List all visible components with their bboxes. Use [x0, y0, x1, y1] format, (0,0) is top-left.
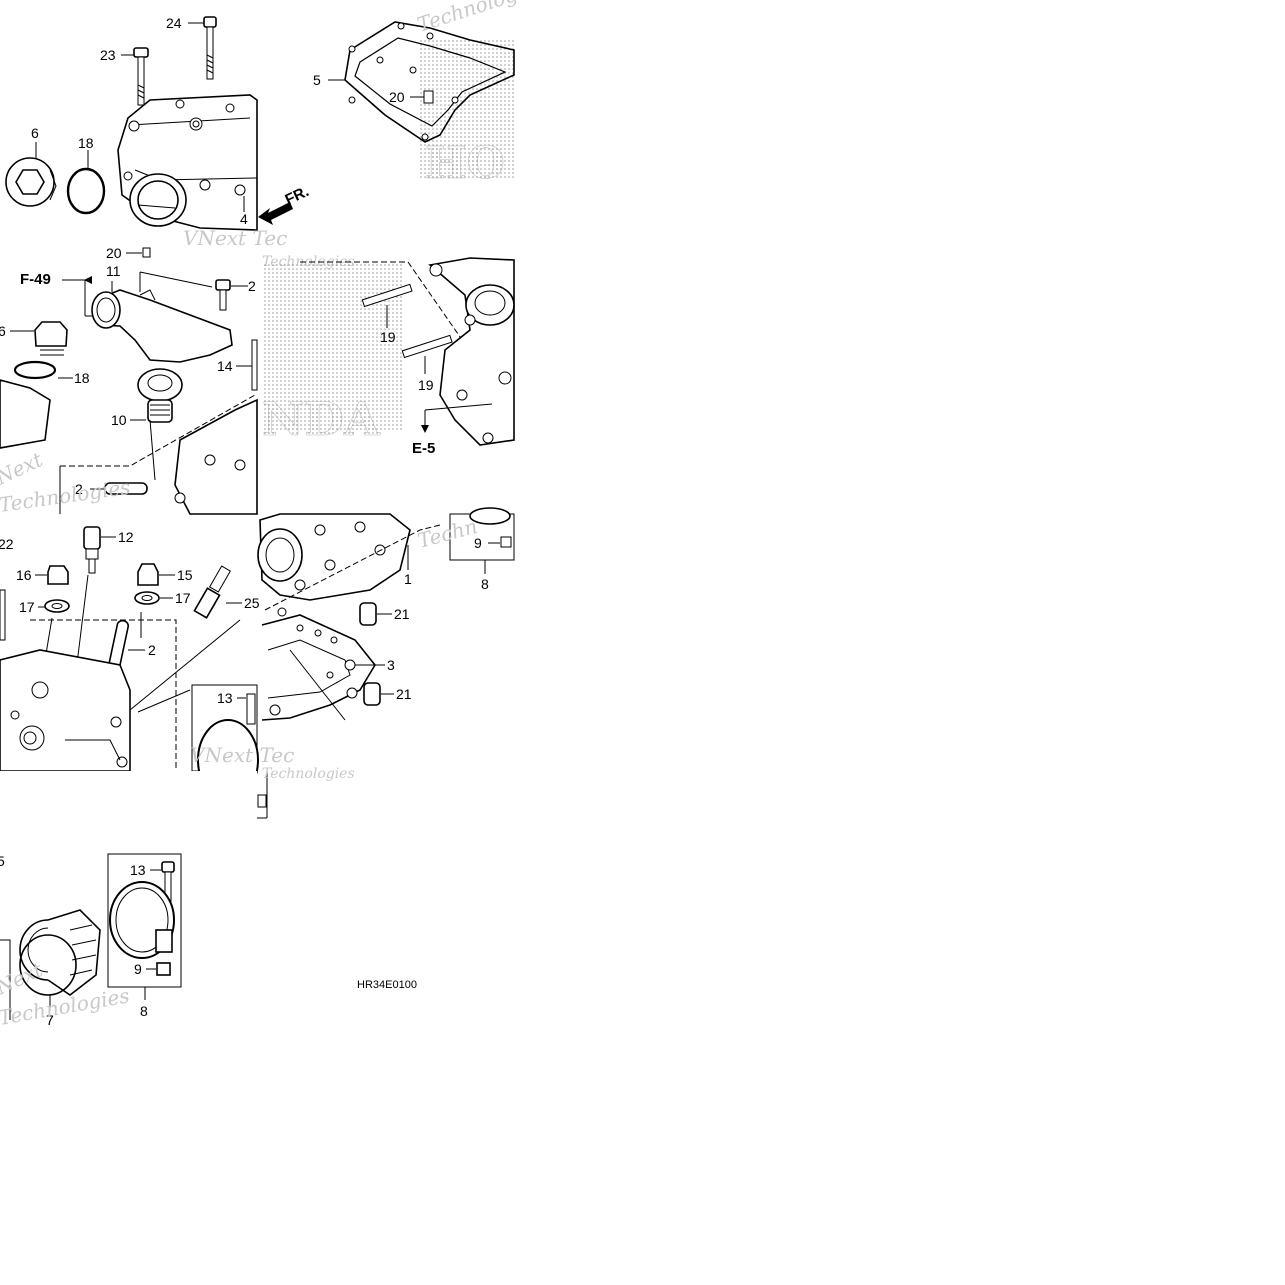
clamp-nut-9-icon	[156, 962, 171, 976]
dowel-pin-21a-icon	[359, 602, 377, 626]
callout-20: 20	[106, 245, 122, 261]
callout-25: 25	[244, 595, 260, 611]
callout-11: 11	[106, 263, 121, 279]
callout-10: 10	[111, 412, 127, 428]
watermark-text: Next	[0, 447, 47, 490]
callout-dowel-20: 20	[389, 89, 405, 105]
reference-f49: F-49	[20, 271, 51, 288]
callout-14: 14	[217, 358, 233, 374]
callout-3: 3	[387, 657, 395, 673]
reference-e5: E-5	[412, 440, 435, 457]
head-cover-gasket-5-icon	[344, 21, 515, 143]
callout-12: 12	[118, 529, 134, 545]
cap-nut-16-icon	[47, 565, 69, 585]
callout-2-guide: 2	[75, 481, 83, 497]
callout-2b: 2	[148, 642, 156, 658]
callout-gasket-5: 5	[313, 72, 321, 88]
callout-5b: 5	[0, 853, 5, 869]
stud-bolt-19a-icon	[361, 283, 413, 308]
tile-insulator: 5 7 13 9 8 Next Technologies	[0, 853, 182, 1030]
callout-4: 4	[240, 211, 248, 227]
thermostat-cap-6-icon	[34, 321, 68, 356]
callout-17a: 17	[19, 599, 35, 615]
callout-8b: 8	[140, 1003, 148, 1019]
callout-17b: 17	[175, 590, 191, 606]
callout-9: 9	[474, 535, 482, 551]
guide-2-icon	[104, 482, 148, 495]
callout-1: 1	[404, 571, 412, 587]
callout-7: 7	[46, 1012, 54, 1028]
cylinder-head-body-icon	[174, 398, 258, 515]
temperature-sensor-12-icon	[83, 526, 101, 574]
cylinder-head-1-icon	[257, 513, 411, 601]
bolt-22b-icon	[0, 589, 6, 641]
callout-9b: 9	[134, 961, 142, 977]
callout-6-cap: 6	[0, 323, 6, 339]
front-direction-label: FR.	[283, 183, 312, 209]
callout-22-partial: 2	[248, 278, 256, 294]
dowel-pin-20-icon	[423, 90, 434, 104]
diagram-code: HR34E0100	[357, 979, 417, 991]
front-direction-arrow-icon: FR.	[258, 183, 312, 225]
honda-wing-watermark	[262, 262, 402, 430]
watermark-text: VNext Tec	[183, 226, 287, 250]
water-pump-body-icon	[428, 257, 515, 446]
honda-wordmark-watermark: NDA	[262, 392, 381, 446]
tile-head-gasket: 1 9 8 21 3 21 Techn Technologies	[257, 507, 515, 782]
watermark-text: Technologies	[262, 766, 355, 782]
cap-nut-15-icon	[137, 563, 159, 586]
callout-21b: 21	[396, 686, 412, 702]
cylinder-head-fragment-icon	[0, 379, 51, 449]
tile-head-cover: FR. 24 23 6 18 4 VNext Tec 20	[0, 15, 312, 261]
head-casting-icon	[0, 649, 131, 772]
callout-23: 23	[100, 47, 116, 63]
thermostat-10-icon	[137, 368, 183, 423]
thermostat-housing-11-icon	[91, 289, 233, 363]
stud-bolt-19b-icon	[401, 334, 453, 359]
hose-clamp-icon	[109, 881, 175, 959]
bolt-23-icon	[133, 47, 149, 106]
watermark-text: VNext Tec	[190, 743, 294, 767]
stud-14-icon	[251, 339, 258, 391]
carburetor-insulator-7-icon	[19, 909, 101, 996]
o-ring-18-icon	[66, 167, 106, 215]
callout-8: 8	[481, 576, 489, 592]
callout-6: 6	[31, 125, 39, 141]
cylinder-head-cover-icon	[117, 94, 258, 231]
callout-13: 13	[130, 862, 146, 878]
tile-head-parts: 22 12 16 15 17 17 25	[0, 526, 294, 831]
head-gasket-3-icon	[261, 607, 376, 721]
spark-plug-25-icon	[193, 565, 232, 619]
callout-13a: 13	[217, 690, 233, 706]
callout-19a: 19	[380, 329, 396, 345]
callout-24: 24	[166, 15, 182, 31]
callout-18-ring: 18	[74, 370, 90, 386]
watermark-text: Technologies	[414, 0, 547, 37]
tile-studs: NDA 19 19 E-5	[262, 257, 515, 457]
honda-wing-watermark	[420, 40, 514, 180]
callout-16: 16	[16, 567, 32, 583]
callout-21a: 21	[394, 606, 410, 622]
callout-18: 18	[78, 135, 94, 151]
bolt-24-icon	[203, 16, 217, 80]
filler-cap-6-icon	[5, 157, 57, 207]
bolt-22-icon	[215, 279, 231, 311]
watermark-text: Techn	[415, 514, 480, 553]
dowel-pin-21b-icon	[363, 682, 381, 706]
callout-22: 22	[0, 536, 14, 552]
callout-19b: 19	[418, 377, 434, 393]
tile-gasket: HO 20 5 20 Technologies	[313, 0, 547, 189]
honda-wordmark-watermark: HO	[425, 138, 505, 189]
o-ring-18b-icon	[13, 360, 57, 380]
callout-15: 15	[177, 567, 193, 583]
